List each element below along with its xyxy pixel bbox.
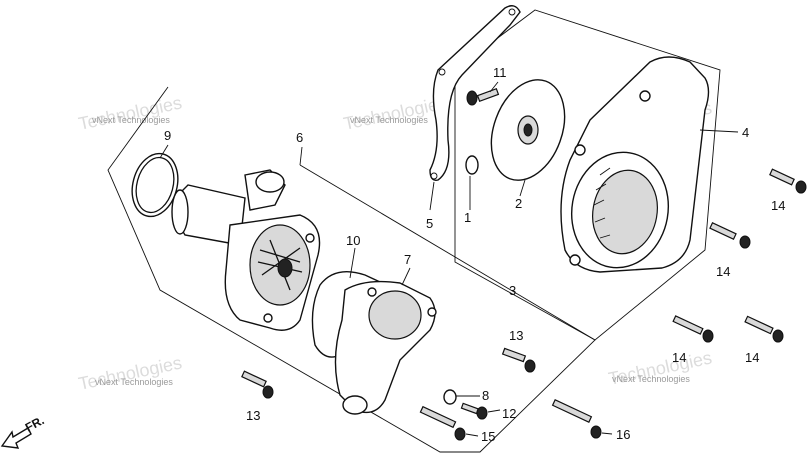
callout-3: 3 [509, 283, 516, 298]
front-direction-indicator: FR. [0, 413, 46, 449]
callout-11: 11 [493, 65, 507, 80]
callout-15: 15 [481, 429, 495, 444]
watermark-4: vNext Technologies [95, 377, 173, 387]
callout-2: 2 [515, 196, 522, 211]
callout-9: 9 [164, 128, 171, 143]
watermark-2: vNext Technologies [350, 115, 428, 125]
svg-text:Technologies: Technologies [342, 93, 449, 134]
bolt-14-c [672, 315, 714, 343]
bolt-11 [466, 87, 500, 106]
bolt-14-a [769, 168, 807, 194]
bolt-16 [551, 399, 602, 439]
callout-6: 6 [296, 130, 303, 145]
svg-text:Technologies: Technologies [77, 353, 184, 394]
callout-14-a: 14 [771, 198, 785, 213]
cover-group-boundary [454, 9, 721, 341]
thermostat-housing [334, 280, 437, 415]
bolt-14-b [709, 221, 751, 249]
bolt-12 [460, 402, 488, 420]
callout-14-c: 14 [672, 350, 686, 365]
bolt-13-upper [501, 347, 536, 373]
water-pump-cover [560, 56, 710, 273]
callout-7: 7 [404, 252, 411, 267]
bolt-14-d [744, 315, 784, 343]
water-pump-body [171, 169, 321, 331]
leader-lines [159, 81, 739, 437]
front-arrow-icon [0, 427, 32, 449]
callout-5: 5 [426, 216, 433, 231]
watermark-1: vNext Technologies [92, 115, 170, 125]
washer-8 [443, 389, 457, 405]
washer-1 [465, 155, 479, 175]
o-ring-9 [131, 152, 179, 218]
callout-labels: 1 2 3 4 5 6 7 8 9 10 11 12 13 13 14 14 1… [164, 65, 785, 444]
bolt-13-lower [241, 370, 274, 399]
callout-13-upper: 13 [509, 328, 523, 343]
callout-14-b: 14 [716, 264, 730, 279]
callout-1: 1 [464, 210, 471, 225]
callout-8: 8 [482, 388, 489, 403]
watermark-5: vNext Technologies [612, 374, 690, 384]
callout-13-lower: 13 [246, 408, 260, 423]
callout-10: 10 [346, 233, 360, 248]
callout-16: 16 [616, 427, 630, 442]
cover-gasket [429, 5, 521, 181]
bolt-15 [419, 405, 466, 441]
callout-4: 4 [742, 125, 749, 140]
callout-12: 12 [502, 406, 516, 421]
callout-14-d: 14 [745, 350, 759, 365]
